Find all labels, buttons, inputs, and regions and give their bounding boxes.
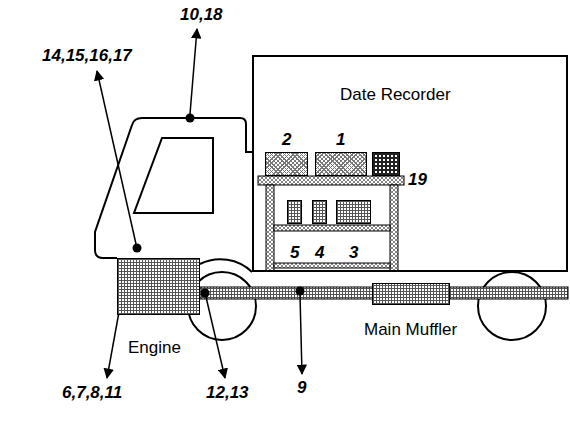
area-title: Date Recorder xyxy=(340,85,451,105)
instrument-box: 5 xyxy=(287,200,302,224)
muffler-box: Main Muffler xyxy=(372,283,450,305)
shelf-leg xyxy=(390,185,398,271)
rear-wheel xyxy=(478,272,546,340)
callout-number: 6,7,8,11 xyxy=(62,383,122,403)
leader-arrow xyxy=(97,71,136,244)
callout-number: 1 xyxy=(336,130,345,150)
part-name: Engine xyxy=(128,338,181,358)
callout-number: 12,13 xyxy=(206,383,249,403)
instrument-box: 1 xyxy=(315,152,367,176)
callout-number: 10,18 xyxy=(180,5,223,25)
part-name: Main Muffler xyxy=(364,320,457,340)
callout-number: 4 xyxy=(315,243,324,263)
cab-window xyxy=(134,138,213,213)
cargo-body: Date Recorder2119543 xyxy=(252,55,568,272)
leader-arrow xyxy=(190,29,197,114)
leader-arrow xyxy=(300,295,302,374)
wheel-arch xyxy=(200,259,252,272)
cab-outline xyxy=(95,118,252,258)
shelf-bottom xyxy=(274,263,390,268)
callout-number: 9 xyxy=(297,378,306,398)
callout-number: 3 xyxy=(349,243,358,263)
instrument-box: 19 xyxy=(372,152,400,176)
engine-block: Engine xyxy=(117,258,200,315)
measure-point xyxy=(133,244,142,253)
measure-point xyxy=(296,287,305,296)
callout-number: 2 xyxy=(282,130,291,150)
shelf-leg xyxy=(266,185,274,271)
measure-point xyxy=(201,289,210,298)
callout-number: 19 xyxy=(408,170,427,190)
instrument-box: 2 xyxy=(265,152,308,176)
shelf-middle xyxy=(274,225,390,231)
leader-arrow xyxy=(206,297,225,378)
instrument-box: 4 xyxy=(312,200,327,224)
instrument-box: 3 xyxy=(336,200,371,224)
shelf-top xyxy=(258,176,404,185)
measure-point xyxy=(186,114,195,123)
callout-number: 5 xyxy=(290,243,299,263)
callout-number: 14,15,16,17 xyxy=(42,46,132,66)
